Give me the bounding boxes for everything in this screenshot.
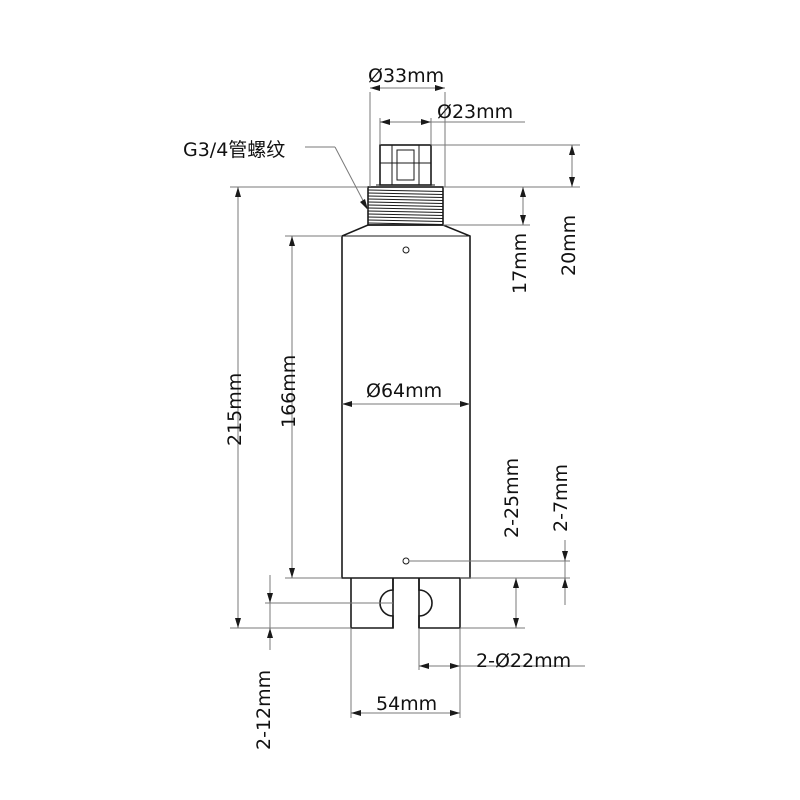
thread-line — [367, 219, 444, 222]
label-hole-offset: 2-7mm — [550, 464, 572, 532]
dim-body-diameter — [342, 401, 470, 407]
dim-thread-height — [443, 187, 530, 226]
thread-line — [367, 216, 444, 219]
thread-line — [367, 204, 444, 207]
label-body-diameter: Ø64mm — [366, 380, 442, 402]
cable-gland — [376, 144, 435, 186]
label-top-outer-diameter: Ø33mm — [368, 65, 444, 87]
dim-hole-offset — [409, 540, 570, 605]
label-base-width: 54mm — [376, 693, 437, 715]
dim-top-inner-diameter — [379, 118, 525, 145]
thread-leader — [305, 146, 369, 211]
label-slot-round: 2-Ø22mm — [476, 650, 571, 672]
label-thread-height: 17mm — [509, 233, 531, 294]
dim-body-height — [285, 235, 342, 579]
thread-line — [367, 189, 444, 192]
dim-slot-depth — [460, 577, 525, 629]
thread-line — [367, 192, 444, 195]
label-top-inner-diameter: Ø23mm — [437, 101, 513, 123]
label-slot-depth: 2-25mm — [501, 458, 523, 538]
thread-line — [367, 198, 444, 201]
thread-line — [367, 195, 444, 198]
label-gland-height: 20mm — [558, 215, 580, 276]
label-thread: G3/4管螺纹 — [183, 139, 285, 161]
dim-top-outer-diameter — [369, 85, 446, 187]
thread-line — [367, 213, 444, 216]
thread-line — [367, 201, 444, 204]
thread-line — [367, 207, 444, 210]
dim-gland-height — [431, 144, 580, 188]
label-overall-height: 215mm — [224, 373, 246, 446]
thread-line — [367, 210, 444, 213]
dim-slot-width — [265, 575, 393, 650]
label-body-height: 166mm — [278, 355, 300, 428]
label-slot-width: 2-12mm — [253, 670, 275, 750]
threaded-connector — [367, 186, 444, 226]
dim-base-width — [350, 628, 461, 718]
